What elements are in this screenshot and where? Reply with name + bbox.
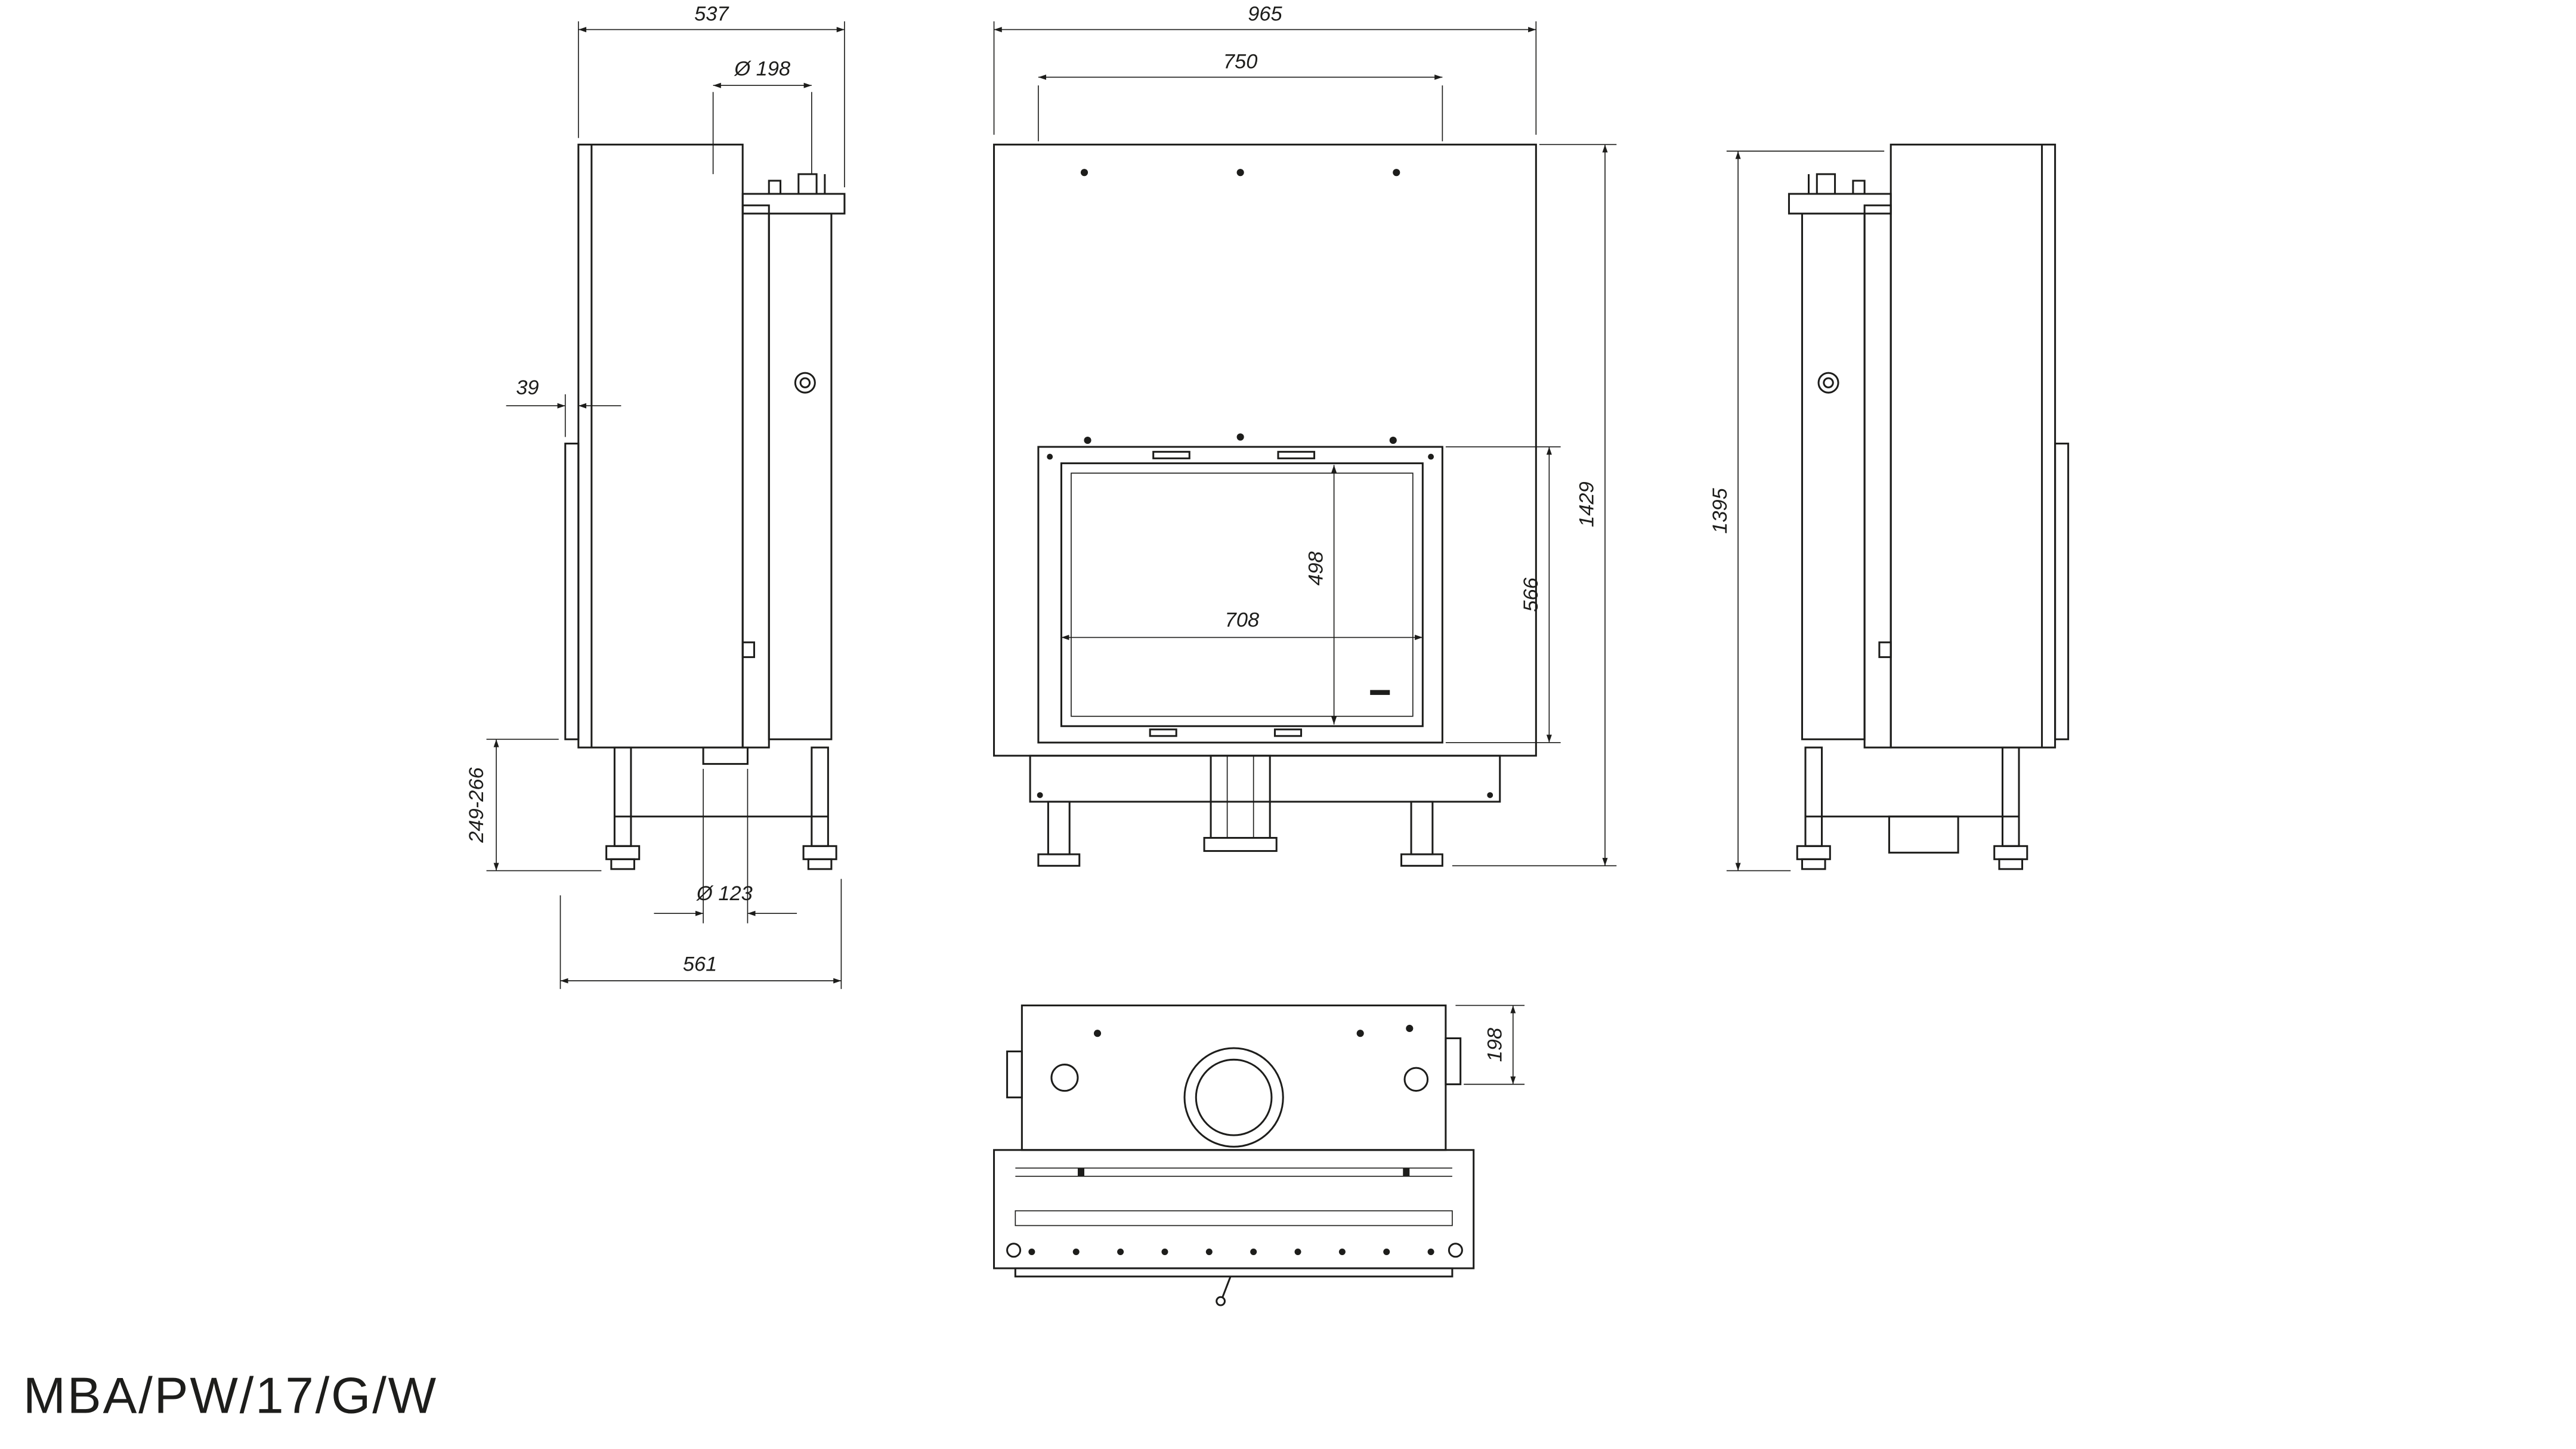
dimension-39: 39	[506, 376, 621, 437]
mounting-hole-row	[1028, 1249, 1434, 1256]
foot	[1400, 853, 1443, 867]
dimension-750: 750	[1038, 50, 1443, 141]
right-tab	[1445, 1037, 1462, 1086]
rear-heat-shield	[564, 443, 580, 740]
front-frame-profile	[741, 204, 770, 749]
front-lip	[1014, 1267, 1454, 1278]
foot-pad	[1998, 858, 2024, 870]
dimension-537: 537	[577, 2, 845, 187]
dim-glass-height-label: 498	[1304, 551, 1327, 585]
front-leg	[1804, 746, 1823, 847]
glass	[1071, 472, 1414, 717]
door-profile	[1801, 212, 1866, 740]
air-control-knob	[1817, 372, 1839, 394]
dim-depth-top-label: 537	[694, 2, 729, 25]
front-frame-profile	[1863, 204, 1892, 749]
dimension-flue-diameter: Ø 198	[712, 58, 812, 174]
foot-pad	[807, 858, 833, 870]
right-leg	[1410, 801, 1434, 855]
top-cap	[741, 193, 846, 215]
front-view: 965 750 708 498 566 1429	[993, 2, 1617, 867]
dimension-708: 708	[1061, 609, 1423, 641]
foot	[1037, 853, 1081, 867]
hinge-plate	[1152, 450, 1190, 459]
bottom-view-outline	[993, 1004, 1475, 1306]
dimension-198: 198	[1455, 1005, 1525, 1085]
left-leg	[613, 746, 632, 847]
foot	[605, 845, 641, 860]
corner-screw	[1448, 1243, 1463, 1258]
dim-glass-width-label: 708	[1225, 609, 1259, 632]
dimension-561: 561	[559, 879, 842, 989]
right-view-outline	[1788, 143, 2070, 870]
bottom-outlet-stub	[702, 746, 749, 765]
dim-overall-width-label: 965	[1248, 2, 1282, 25]
port-hole	[1050, 1064, 1079, 1092]
bottom-view: 198	[993, 1004, 1525, 1306]
left-tab	[1006, 1051, 1023, 1099]
corner-screw	[1006, 1243, 1022, 1258]
flue-collar-circle	[1183, 1047, 1284, 1148]
dim-body-height-label: 1395	[1709, 487, 1731, 533]
top-plate	[1020, 1004, 1447, 1151]
ash-box	[1888, 815, 1959, 854]
latch	[1878, 641, 1892, 659]
base-platform	[1029, 755, 1501, 803]
door-profile	[768, 212, 833, 740]
left-side-view: 537 Ø 198 39 249-266 Ø 123	[465, 2, 846, 989]
top-cap	[1788, 193, 1892, 215]
left-leg	[1047, 801, 1071, 855]
dim-flue-diameter-label: Ø 198	[734, 58, 790, 81]
flue-collar-profile	[797, 173, 818, 195]
right-leg	[811, 746, 829, 847]
dim-door-width-label: 750	[1223, 50, 1257, 73]
dimension-965: 965	[993, 2, 1537, 135]
dim-base-height-label: 249-266	[465, 767, 488, 843]
front-view-outline	[993, 143, 1537, 867]
latch	[741, 641, 755, 659]
door-handle-lever	[1221, 1276, 1232, 1299]
hinge-plate	[1277, 450, 1316, 459]
foot-pad	[610, 858, 635, 870]
dim-outlet-diameter-label: Ø 123	[696, 882, 753, 905]
dimension-1429: 1429	[1452, 144, 1617, 867]
foot-pad	[1801, 858, 1826, 870]
foot	[1796, 845, 1831, 860]
dim-overall-height-label: 1429	[1576, 481, 1598, 527]
port-hole	[1403, 1067, 1429, 1092]
dimension-498: 498	[1304, 465, 1337, 725]
dimension-566: 566	[1445, 446, 1561, 743]
drawing-title: MBA/PW/17/G/W	[23, 1367, 438, 1424]
air-control-knob	[794, 372, 816, 394]
door-frame	[1037, 446, 1443, 744]
left-view-outline	[564, 143, 846, 870]
foot	[1993, 845, 2028, 860]
dim-door-height-label: 566	[1520, 577, 1542, 611]
dim-rear-gap-label: 39	[516, 376, 539, 399]
dimension-249-266: 249-266	[465, 739, 602, 872]
column-pad	[1203, 837, 1278, 852]
front-body	[993, 143, 1537, 757]
flue-collar-profile	[1816, 173, 1836, 195]
rear-leg	[2001, 746, 2020, 847]
dim-flue-depth-label: 198	[1484, 1028, 1507, 1062]
rear-heat-shield	[2054, 443, 2070, 740]
dimension-outlet-diameter: Ø 123	[654, 768, 797, 923]
dim-depth-bottom-label: 561	[683, 953, 717, 976]
center-column	[1210, 755, 1271, 839]
foot	[802, 845, 837, 860]
glass-frame	[1060, 462, 1424, 727]
right-side-view: 1395	[1709, 143, 2070, 872]
dimension-1395: 1395	[1709, 150, 1885, 872]
door-handle	[1370, 690, 1390, 695]
